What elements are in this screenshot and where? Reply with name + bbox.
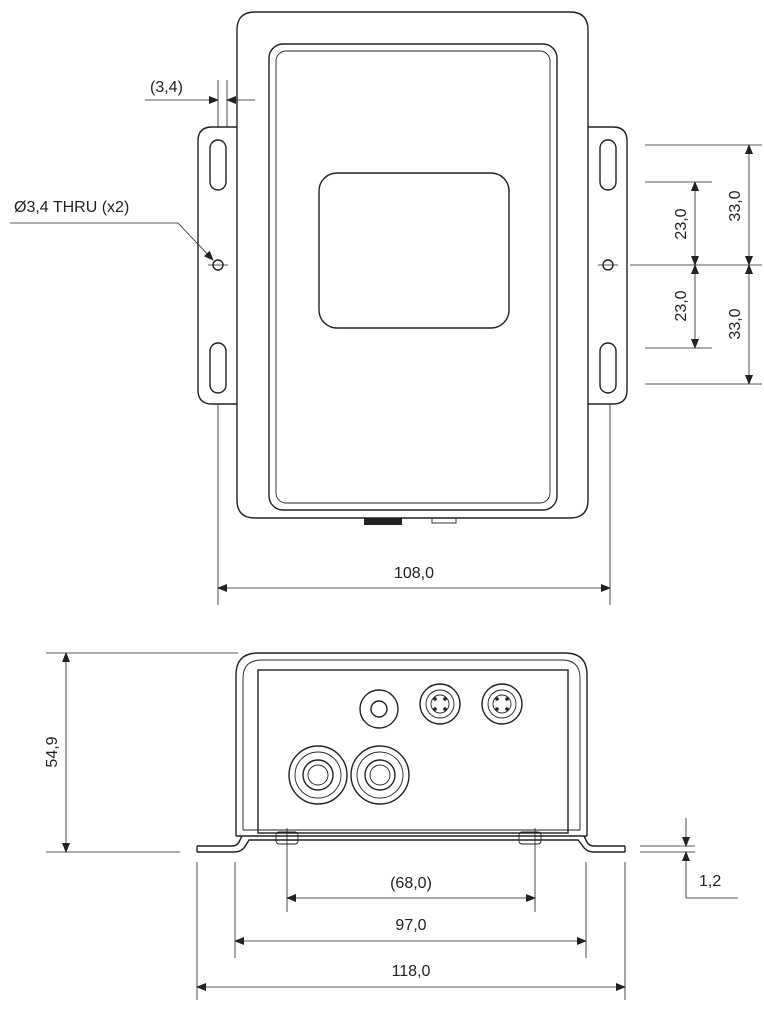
front-view: 54,9 1,2 (68,0) 97,0 118,0 xyxy=(44,652,738,1000)
bottom-connector-small xyxy=(431,517,457,524)
lid-outer xyxy=(268,43,558,511)
connector-m8-right xyxy=(481,683,523,725)
front-enclosure-outline xyxy=(235,652,588,836)
left-mounting-ear xyxy=(197,126,237,405)
front-panel xyxy=(257,669,569,834)
dim-lower-hole-to-edge: 33,0 xyxy=(727,308,744,339)
port-right xyxy=(350,745,410,805)
dim-top-width: 108,0 xyxy=(394,565,434,582)
dim-hole-spacing: (68,0) xyxy=(390,875,432,892)
base-flange xyxy=(196,835,626,853)
dim-height: 54,9 xyxy=(44,736,61,767)
hole-note: Ø3,4 THRU (x2) xyxy=(14,199,129,216)
enclosure-outline xyxy=(236,11,589,519)
dim-slot-offset: (3,4) xyxy=(150,79,183,96)
right-lower-slot xyxy=(599,342,617,394)
right-base-screw xyxy=(518,831,542,845)
right-upper-slot xyxy=(599,139,617,191)
dim-flange-thickness: 1,2 xyxy=(699,873,721,890)
bottom-connector-dark xyxy=(364,518,402,525)
port-left xyxy=(288,745,348,805)
right-mounting-ear xyxy=(588,126,628,405)
dim-upper-hole-to-slot: 23,0 xyxy=(673,208,690,239)
left-lower-slot xyxy=(209,342,227,394)
vent-plug xyxy=(359,689,399,729)
connector-m8-left xyxy=(419,683,461,725)
top-view: (3,4) Ø3,4 THRU (x2) 23,0 23,0 33,0 33,0… xyxy=(10,11,762,605)
left-upper-slot xyxy=(209,139,227,191)
lid-inner xyxy=(275,50,551,504)
dim-overall-width: 118,0 xyxy=(392,963,431,980)
display-window xyxy=(318,172,510,329)
dim-upper-hole-to-edge: 33,0 xyxy=(727,190,744,221)
dim-lower-hole-to-slot: 23,0 xyxy=(673,290,690,321)
dim-body-width: 97,0 xyxy=(395,917,426,934)
